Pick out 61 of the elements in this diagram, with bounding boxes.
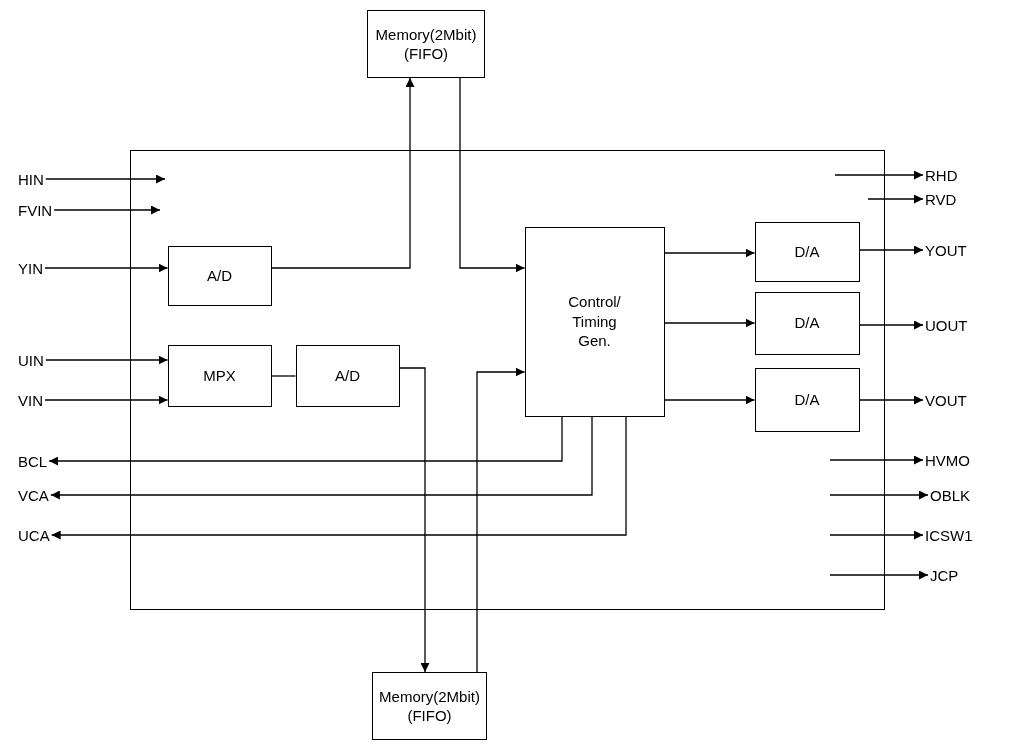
pin-label: RHD: [923, 166, 960, 184]
converter-box: [754, 221, 860, 282]
pin-label: FVIN: [16, 201, 55, 219]
box-label: Control/ Timing Gen.: [567, 292, 622, 351]
box-label: D/A: [794, 389, 820, 410]
pin-label: YIN: [16, 259, 45, 277]
converter-box: [754, 291, 860, 355]
arrow: [44, 395, 169, 405]
arrow: [829, 570, 929, 580]
arrow: [50, 415, 593, 500]
memory-box: [367, 10, 485, 78]
arrow: [829, 530, 924, 540]
box-label: A/D: [207, 265, 232, 286]
arrow: [45, 174, 166, 184]
connector-line: [270, 375, 297, 377]
converter-box: [167, 245, 272, 306]
box-label: D/A: [794, 313, 820, 333]
arrow: [44, 263, 169, 273]
arrow: [459, 77, 526, 273]
arrow: [48, 415, 563, 466]
chip-outline: [130, 150, 885, 610]
arrow: [858, 395, 924, 405]
arrow: [663, 248, 756, 258]
arrow: [398, 367, 430, 673]
box-label: MPX: [203, 365, 236, 386]
box-label: A/D: [335, 365, 360, 386]
pin-label: ICSW1: [923, 526, 975, 544]
pin-label: OBLK: [928, 486, 973, 504]
pin-label: HVMO: [923, 451, 972, 469]
controller-box: [524, 226, 665, 417]
arrow: [867, 194, 924, 204]
converter-box: [295, 344, 400, 407]
arrow: [476, 367, 526, 673]
arrow: [663, 395, 756, 405]
converter-box: [754, 367, 860, 432]
arrow: [858, 320, 924, 330]
arrow: [270, 77, 415, 269]
memory-box: [372, 672, 487, 740]
pin-label: UCA: [16, 526, 52, 544]
arrow: [53, 205, 161, 215]
arrow: [858, 245, 924, 255]
box-label: Memory(2Mbit) (FIFO): [378, 686, 481, 726]
pin-label: HIN: [16, 170, 46, 188]
pin-label: YOUT: [923, 241, 969, 259]
pin-label: VOUT: [923, 391, 969, 409]
arrow: [829, 490, 929, 500]
arrow: [834, 170, 924, 180]
pin-label: RVD: [923, 190, 959, 208]
box-label: Memory(2Mbit) (FIFO): [374, 24, 478, 64]
arrow: [45, 355, 169, 365]
arrow: [663, 318, 756, 328]
box-label: D/A: [794, 241, 820, 262]
pin-label: UOUT: [923, 316, 970, 334]
pin-label: VCA: [16, 486, 51, 504]
pin-label: JCP: [928, 566, 961, 584]
multiplexer-box: [167, 344, 272, 407]
pin-label: UIN: [16, 351, 46, 369]
pin-label: BCL: [16, 452, 50, 470]
pin-label: VIN: [16, 391, 45, 409]
arrow: [51, 415, 627, 540]
arrow: [829, 455, 924, 465]
